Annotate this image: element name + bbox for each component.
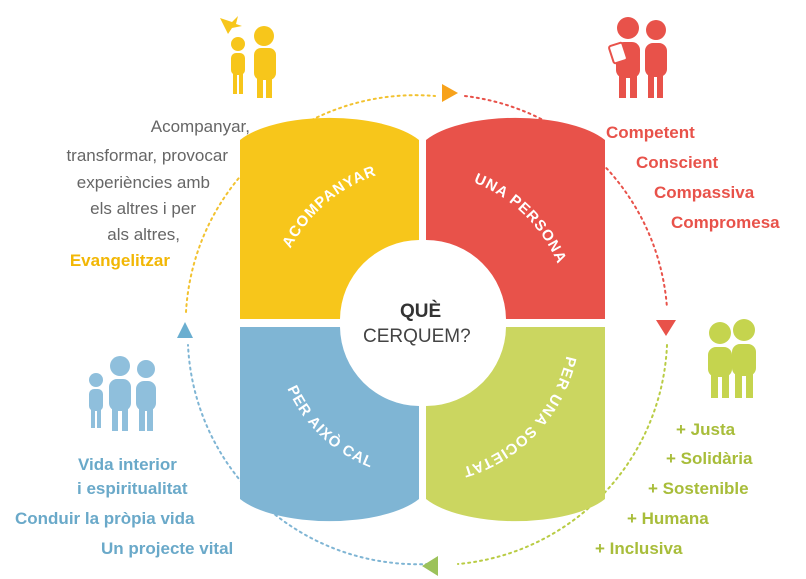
top-left-line-2: transformar, provocar <box>66 146 228 165</box>
family-group-icon <box>89 356 156 431</box>
bottom-right-item-5: + Inclusiva <box>595 539 683 558</box>
hugging-people-icon <box>708 319 756 398</box>
segment-per-una-societat <box>426 327 605 522</box>
top-left-line-1: Acompanyar, <box>150 117 250 136</box>
top-right-item-4: Compromesa <box>671 213 780 232</box>
arrow-left-marker <box>422 556 438 576</box>
top-right-item-1: Competent <box>606 123 695 142</box>
bottom-right-item-4: + Humana <box>627 509 709 528</box>
bottom-left-item-2: i espiritualitat <box>77 479 188 498</box>
segment-una-persona <box>426 117 605 319</box>
pair-people-icon <box>608 17 667 98</box>
top-right-item-3: Compassiva <box>654 183 755 202</box>
bottom-right-item-2: + Solidària <box>666 449 753 468</box>
center-subtitle: CERQUEM? <box>363 326 471 347</box>
arrow-up-marker <box>177 322 193 338</box>
segment-per-aixo-cal <box>240 327 419 522</box>
bottom-left-item-1: Vida interior <box>78 455 177 474</box>
bottom-right-item-1: + Justa <box>676 420 736 439</box>
orbit-bottom-right <box>457 344 668 565</box>
bottom-left-item-3: Conduir la pròpia vida <box>15 509 195 528</box>
top-right-item-2: Conscient <box>636 153 719 172</box>
family-bird-icon <box>220 16 276 98</box>
bottom-right-item-3: + Sostenible <box>648 479 749 498</box>
bottom-left-item-4: Un projecte vital <box>101 539 234 558</box>
arrow-right-marker <box>442 84 458 102</box>
top-left-line-4: els altres i per <box>90 199 196 218</box>
top-left-highlight: Evangelitzar <box>69 251 170 270</box>
center-title: QUÈ <box>400 301 442 322</box>
arrow-down-marker <box>656 320 676 336</box>
top-left-line-3: experiències amb <box>76 173 210 192</box>
segment-acompanyar <box>240 117 419 319</box>
top-left-line-5: als altres, <box>107 225 180 244</box>
orbit-top-left <box>185 94 436 313</box>
